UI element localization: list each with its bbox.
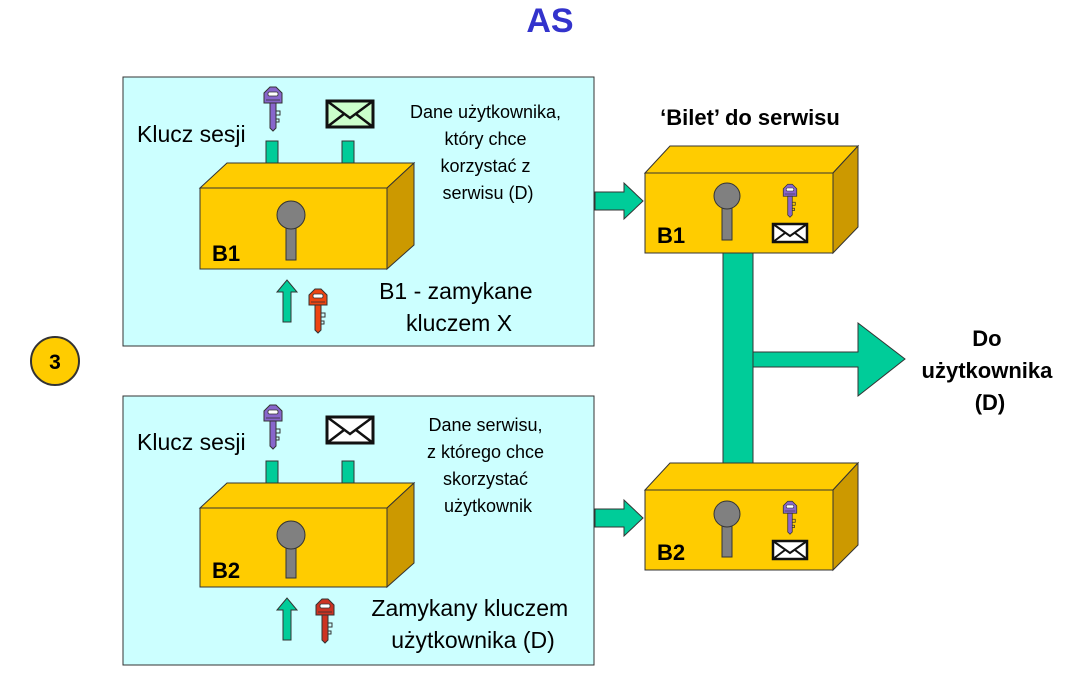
panel-top: Klucz sesji Dane użytkownika, który chce… [122,76,595,347]
box-label: B2 [212,558,240,583]
box-label: B2 [657,540,685,565]
page-title: AS [526,2,574,40]
envelope-icon [771,222,809,244]
envelope-icon [771,539,809,561]
envelope-icon [325,99,375,129]
ticket-label: ‘Bilet’ do serwisu [660,105,840,130]
ticket-box-b2: B2 [643,461,860,572]
box-label: B1 [657,223,685,248]
box-label: B1 [212,241,240,266]
destination-label: Do użytkownika (D) [922,326,1059,415]
step-badge: 3 [30,336,80,386]
keyhole-icon [276,200,306,261]
keyhole-icon [713,500,741,558]
keyhole-icon [276,520,306,579]
data-description: Dane serwisu, z którego chce skorzystać … [427,415,549,516]
session-key-label: Klucz sesji [137,429,246,455]
session-key-label: Klucz sesji [137,121,246,147]
data-description: Dane użytkownika, który chce korzystać z… [410,102,566,203]
ticket-box-b1: B1 [643,144,860,255]
box-b1: B1 [198,161,416,271]
envelope-icon [325,415,375,445]
arrow-icon [594,182,644,220]
keyhole-icon [713,182,741,241]
panel-bottom: Klucz sesji Dane serwisu, z którego chce… [122,395,595,666]
merge-arrow [722,248,906,474]
lock-caption: B1 - zamykane kluczem X [379,278,539,336]
svg-text:3: 3 [49,351,61,374]
lock-caption: Zamykany kluczem użytkownika (D) [371,595,574,653]
box-b2: B2 [198,481,416,589]
arrow-icon [594,499,644,537]
